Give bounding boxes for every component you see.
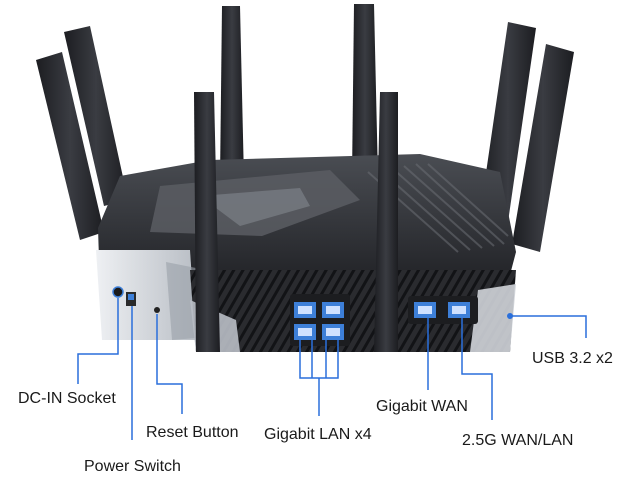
label-gigabit-wan: Gigabit WAN [376,398,468,415]
leader-usb [510,315,587,338]
label-power-switch: Power Switch [84,458,181,475]
label-reset-button: Reset Button [146,424,239,441]
left-side-panel [96,250,196,340]
dc-in-socket-port [112,286,124,298]
label-usb: USB 3.2 x2 [532,350,613,367]
reset-button-port [154,307,160,313]
antenna-front-right [374,92,398,352]
leader-wan25 [461,318,493,420]
label-2-5g-wan-lan: 2.5G WAN/LAN [462,432,574,449]
lan-port-block [290,294,350,346]
antenna-front-left [194,92,220,352]
wan-port-block [408,296,478,324]
label-dc-in-socket: DC-IN Socket [18,390,116,407]
antenna-back-left [36,26,128,240]
leader-reset [156,314,183,414]
leader-lines [77,298,587,440]
antenna-back-center [220,4,378,180]
leader-dc-in [77,298,119,384]
power-switch-port [126,292,136,306]
label-gigabit-lan: Gigabit LAN x4 [264,426,372,443]
